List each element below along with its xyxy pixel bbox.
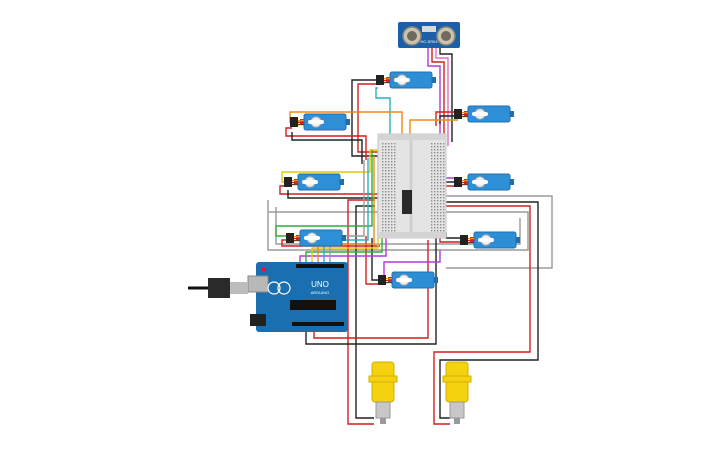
wire-black-left-servo [291, 132, 363, 164]
servo-motor[interactable] [460, 231, 520, 249]
wire-purple-bottom-servo [383, 250, 441, 276]
servo-motor[interactable] [284, 173, 344, 191]
usb-cable [188, 278, 248, 298]
breadboard[interactable] [377, 133, 447, 239]
servo-connector [378, 275, 386, 285]
wire-red-arduino-bottom [313, 240, 429, 339]
arduino-brand-label: ARDUINO [311, 290, 329, 295]
servo-motor[interactable] [290, 113, 350, 131]
wire-black-low-right [445, 232, 460, 239]
servo-connector [454, 177, 462, 187]
wire-black-motor-right [439, 201, 539, 419]
servo-connector [290, 117, 298, 127]
arduino-model-label: UNO [311, 280, 329, 289]
servo-connector [286, 233, 294, 243]
wire-signal-4 [317, 156, 375, 264]
wire-orange-right-servo [409, 119, 458, 140]
breadboard-holes [382, 143, 445, 232]
servo-motor[interactable] [378, 271, 438, 289]
usb-port [247, 275, 269, 293]
wire-black-mid-left [287, 190, 378, 199]
wire-pink-sensor [435, 48, 449, 146]
wire-red-right-servo [435, 111, 458, 126]
servo-connector [376, 75, 384, 85]
wire-grey-right [446, 195, 553, 269]
arduino-uno[interactable]: UNO ARDUINO [247, 262, 348, 332]
arduino-logo-icon [267, 281, 281, 295]
wire-red-left-servo [285, 127, 367, 160]
servo-motor[interactable] [376, 71, 436, 89]
wire-signal-6 [329, 160, 365, 264]
wire-teal-top [375, 87, 391, 136]
wire-black-sensor [439, 48, 453, 142]
servo-motor[interactable] [454, 173, 514, 191]
wire-green-low-left [275, 150, 373, 237]
ultrasonic-sensor[interactable]: HC-SR04 [398, 22, 460, 48]
wire-signal-1 [299, 150, 387, 264]
dc-gear-motor[interactable] [442, 361, 472, 424]
servo-connector [460, 235, 468, 245]
dc-gear-motor[interactable] [368, 361, 398, 424]
wire-red-motor-left [347, 199, 375, 425]
wire-red-top [357, 83, 380, 153]
servo-motor[interactable] [454, 105, 514, 123]
chip [402, 190, 412, 214]
servo-connector [284, 177, 292, 187]
microcontroller-chip [290, 300, 336, 310]
wire-black-motor-left [355, 205, 375, 419]
wire-red-sensor [431, 48, 445, 150]
wire-black-right-servo [439, 115, 458, 124]
servos [284, 71, 520, 289]
dc-motors [368, 361, 472, 424]
wire-black-arduino-bottom [305, 236, 437, 345]
power-jack [250, 314, 266, 326]
wire-red-motor-right [433, 205, 531, 425]
sensor-label: HC-SR04 [420, 39, 438, 44]
servo-connector [454, 109, 462, 119]
wire-red-mid-left [279, 185, 378, 195]
servo-motor[interactable] [286, 229, 346, 247]
